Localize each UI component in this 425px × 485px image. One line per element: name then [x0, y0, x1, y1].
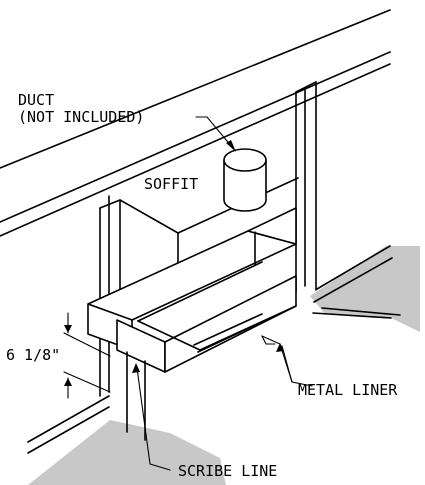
floor-edges: [27, 245, 401, 454]
dimension-marker: [63, 312, 111, 399]
opening-frame: [87, 207, 297, 441]
dimension-label: 6 1/8": [6, 346, 60, 364]
scribe-line-label: SCRIBE LINE: [178, 462, 277, 480]
leader-lines: [132, 116, 313, 471]
floor-shading-right: [310, 246, 420, 332]
metal-liner-label: METAL LINER: [298, 381, 398, 399]
soffit-label: SOFFIT: [144, 175, 198, 193]
duct: [223, 148, 267, 212]
duct-label: DUCT: [18, 91, 54, 109]
right-corner-post: [295, 81, 317, 293]
floor-shading-left: [28, 420, 226, 485]
soffit-box: [0, 9, 391, 263]
not-included-label: (NOT INCLUDED): [18, 108, 144, 126]
